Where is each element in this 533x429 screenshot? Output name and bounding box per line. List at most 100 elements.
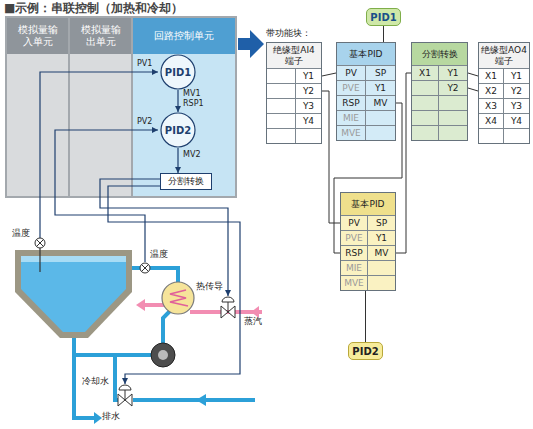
block-row: Y2	[267, 83, 321, 98]
block-cell: PV	[341, 216, 368, 230]
pin-name: MV	[375, 248, 389, 258]
block-cell	[296, 129, 321, 143]
tag-label: PID2	[352, 346, 378, 357]
block-title: 绝缘型AI4端子	[269, 45, 319, 66]
pin-name: Y3	[511, 101, 522, 111]
sensor-cross	[37, 240, 44, 247]
block-cell	[412, 126, 439, 140]
return-pipe	[132, 268, 178, 284]
tank-water	[21, 256, 126, 332]
block-row: Y2	[412, 80, 467, 95]
block-row: PVEY1	[337, 80, 395, 95]
block-cell	[368, 276, 395, 290]
temperature-sensor	[35, 238, 45, 248]
connector	[177, 90, 178, 112]
pin-name: MV	[374, 98, 388, 108]
connector	[396, 73, 411, 253]
block-title: 分割转换	[422, 49, 458, 59]
block-cell: Y3	[504, 99, 529, 113]
block-cell: Y1	[504, 69, 529, 83]
circle-label: PID2	[165, 125, 191, 136]
block-row: X1Y1	[412, 65, 467, 80]
block-cell: Y2	[439, 81, 467, 95]
block-cell	[267, 129, 296, 143]
pin-name: MVE	[341, 128, 361, 138]
function-box: 分割转换	[160, 173, 212, 190]
block-title: 基本PID	[349, 49, 382, 59]
band-header: 模拟量输出单元	[70, 18, 131, 54]
temperature-sensor	[140, 263, 150, 273]
block-cell	[412, 111, 439, 125]
tank-jacket	[15, 250, 132, 338]
signal-label: 排水	[102, 412, 120, 421]
block-cell	[366, 126, 395, 140]
pin-name: Y1	[511, 71, 522, 81]
pipe	[74, 338, 151, 355]
block-cell: X3	[479, 99, 504, 113]
band-title: 回路控制单元	[146, 30, 222, 42]
connector	[468, 88, 478, 91]
pin-name: SP	[376, 218, 387, 228]
valve-stem	[228, 302, 229, 312]
block-cell: Y2	[296, 84, 321, 98]
block-heading: 绝缘型AO4端子	[479, 43, 529, 68]
callout-tag: PID1	[366, 8, 401, 26]
valve-stem	[125, 390, 126, 400]
block-cell: PV	[337, 66, 366, 80]
block-cell: X1	[479, 69, 504, 83]
block-cell: MV	[366, 96, 395, 110]
pin-name: RSP	[342, 98, 359, 108]
block-cell: MVE	[337, 126, 366, 140]
band-header: 模拟量输入单元	[7, 18, 68, 54]
block-cell	[504, 129, 529, 143]
heat-coil	[170, 290, 188, 306]
signal-label: MV1	[183, 90, 200, 98]
block-cell	[267, 114, 296, 128]
pump	[151, 343, 175, 367]
block-heading: 分割转换	[412, 43, 467, 65]
block-cell: Y1	[296, 69, 321, 83]
callout-tag: PID2	[348, 342, 383, 360]
pipe	[163, 311, 170, 343]
steam-outlet	[144, 303, 164, 307]
block-row: Y4	[267, 113, 321, 128]
pin-name: X1	[485, 71, 497, 81]
band-body	[70, 54, 131, 196]
block-row: MIE	[337, 110, 395, 125]
block-row	[479, 128, 529, 143]
pin-name: Y1	[447, 68, 458, 78]
block-cell: Y2	[504, 84, 529, 98]
block-cell: MVE	[341, 276, 368, 290]
cooling-pipe	[133, 398, 255, 402]
pin-name: X3	[485, 101, 497, 111]
block-cell	[366, 111, 395, 125]
block-row: MVE	[337, 125, 395, 140]
block-cell: X2	[479, 84, 504, 98]
pin-name: MVE	[344, 278, 364, 288]
block-cell: Y4	[296, 114, 321, 128]
block-heading: 基本PID	[341, 193, 395, 215]
band-body	[7, 54, 68, 196]
pin-name: Y2	[303, 86, 314, 96]
block-cell	[439, 126, 467, 140]
block-cell	[439, 111, 467, 125]
block-row: X2Y2	[479, 83, 529, 98]
pin-name: MIE	[346, 263, 362, 273]
connector	[334, 103, 402, 253]
signal-wire	[108, 186, 240, 384]
block-row: RSPMV	[341, 245, 395, 260]
block-cell	[479, 129, 504, 143]
band-title: 模拟量输入单元	[7, 24, 68, 48]
signal-label: RSP1	[183, 100, 204, 108]
block-cell: Y4	[504, 114, 529, 128]
block-cell: Y1	[368, 231, 395, 245]
block-cell: Y3	[296, 99, 321, 113]
block-title: 基本PID	[351, 199, 384, 209]
band-header: 回路控制单元	[133, 18, 235, 54]
block-cell	[412, 96, 439, 110]
flow-arrow	[196, 394, 206, 406]
band-body	[133, 54, 235, 196]
pin-name: MIE	[343, 113, 359, 123]
pin-name: Y4	[303, 116, 314, 126]
function-block: 分割转换 X1Y1Y2	[411, 42, 468, 141]
